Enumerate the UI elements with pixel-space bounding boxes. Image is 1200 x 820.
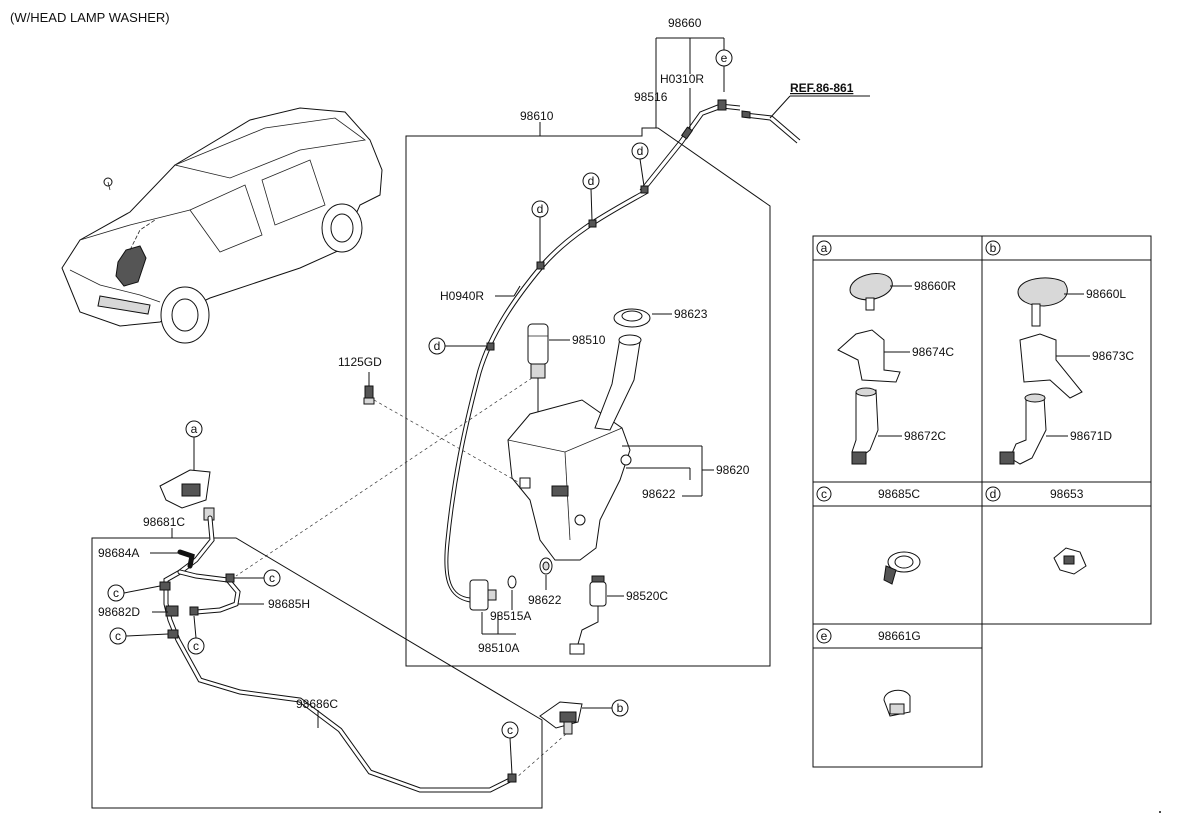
label-98623: 98623: [674, 307, 708, 321]
label-98622-lower: 98622: [528, 593, 562, 607]
detail-d: d 98653: [985, 486, 1087, 575]
label-98672C: 98672C: [904, 429, 946, 443]
label-98671D: 98671D: [1070, 429, 1112, 443]
grommet-icon: [539, 557, 553, 575]
label-98510A: 98510A: [478, 641, 519, 655]
reservoir-group-box: [405, 127, 771, 667]
callout-d-2: d: [582, 172, 600, 221]
svg-text:d: d: [990, 487, 997, 501]
label-98515A: 98515A: [490, 609, 531, 623]
label-98673C: 98673C: [1092, 349, 1134, 363]
level-sensor-icon: [569, 575, 607, 655]
svg-text:c: c: [269, 571, 275, 585]
detail-e: e 98661G: [816, 628, 921, 717]
callout-c-4: c: [187, 615, 205, 655]
label-98686C: 98686C: [296, 697, 338, 711]
detail-a: a 98660R 98674C 98672C: [816, 240, 956, 465]
label-98660: 98660: [668, 16, 702, 30]
svg-text:c: c: [193, 639, 199, 653]
callout-e: e: [715, 49, 733, 67]
label-98610: 98610: [520, 109, 554, 123]
ref-label: REF.86-861: [790, 81, 854, 95]
label-98674C: 98674C: [912, 345, 954, 359]
label-98685H: 98685H: [268, 597, 310, 611]
callout-c-5: c: [501, 721, 519, 775]
label-98660R: 98660R: [914, 279, 956, 293]
diagram-header: (W/HEAD LAMP WASHER): [10, 10, 170, 25]
svg-text:a: a: [821, 241, 828, 255]
label-98682D: 98682D: [98, 605, 140, 619]
hose-clip-icon: [883, 689, 911, 717]
label-98681C: 98681C: [143, 515, 185, 529]
nozzle-left-icon: [539, 701, 583, 735]
label-98684A: 98684A: [98, 546, 139, 560]
headlamp-pump-icon: [469, 575, 517, 611]
label-98520C: 98520C: [626, 589, 668, 603]
detail-c: c 98685C: [816, 486, 921, 585]
label-98620: 98620: [716, 463, 750, 477]
label-98660L: 98660L: [1086, 287, 1126, 301]
hose-group-box: [91, 537, 543, 809]
svg-text:c: c: [821, 487, 827, 501]
label-98685C: 98685C: [878, 487, 920, 501]
label-H0940R: H0940R: [440, 289, 484, 303]
pump-motor-icon: [527, 323, 549, 379]
callout-d-3: d: [531, 200, 549, 262]
label-98516: 98516: [634, 90, 668, 104]
svg-text:a: a: [191, 422, 198, 436]
reservoir-cap-icon: [613, 308, 651, 328]
svg-text:b: b: [617, 701, 624, 715]
callout-c-3: c: [109, 627, 169, 645]
callout-c-1: c: [107, 584, 161, 602]
svg-text:d: d: [588, 174, 595, 188]
callout-d-4: d: [428, 337, 487, 355]
label-98653: 98653: [1050, 487, 1084, 501]
label-H0310R: H0310R: [660, 72, 704, 86]
hose-clip-icon: [883, 551, 921, 585]
svg-text:e: e: [821, 629, 828, 643]
hose-clip-icon: [1053, 547, 1087, 575]
label-98510: 98510: [572, 333, 606, 347]
label-1125GD: 1125GD: [338, 355, 382, 369]
detail-b: b 98660L 98673C 98671D: [985, 240, 1134, 465]
svg-text:c: c: [115, 629, 121, 643]
svg-text:c: c: [113, 586, 119, 600]
callout-c-2: c: [234, 569, 281, 587]
svg-text:b: b: [990, 241, 997, 255]
callout-d-1: d: [631, 142, 649, 187]
label-98661G: 98661G: [878, 629, 921, 643]
washer-reservoir-icon: [507, 334, 642, 561]
callout-b: b: [582, 699, 629, 717]
svg-text:d: d: [434, 339, 441, 353]
svg-text:e: e: [721, 51, 728, 65]
svg-text:d: d: [537, 202, 544, 216]
car-outline-icon: [61, 107, 383, 344]
callout-a: a: [185, 420, 203, 474]
nozzle-right-icon: [159, 469, 215, 521]
detail-table: [812, 235, 1152, 768]
label-98622-upper: 98622: [642, 487, 676, 501]
bolt-icon: [363, 385, 375, 405]
svg-text:c: c: [507, 723, 513, 737]
svg-text:d: d: [637, 144, 644, 158]
